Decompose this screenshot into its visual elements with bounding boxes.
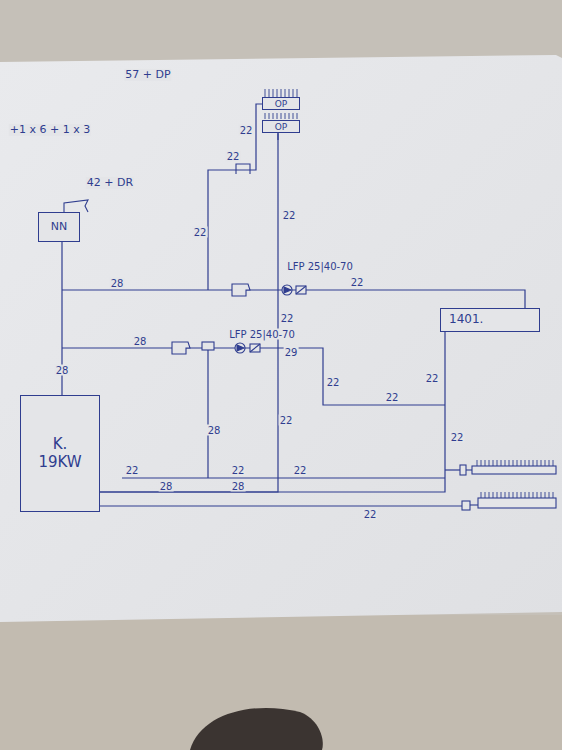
pipe-lines — [62, 104, 525, 506]
node-text: 1401. — [449, 313, 483, 327]
mixing-valve — [232, 284, 250, 296]
pipe-connector — [100, 332, 445, 492]
pipe-size: 22 — [385, 392, 400, 403]
pipe — [62, 348, 445, 405]
pipe — [445, 469, 460, 470]
pipe-size: 29 — [284, 347, 299, 358]
note-text: 57 + DP — [124, 69, 171, 81]
pipe-size: 28 — [207, 425, 222, 436]
radiator-fins — [474, 460, 556, 466]
check-valve — [250, 344, 260, 352]
radiator-box: OP — [262, 97, 300, 110]
pipe-size: 28 — [133, 336, 148, 347]
pipe-size: 22 — [450, 432, 465, 443]
tank-flag — [64, 200, 88, 212]
radiator-valve — [462, 501, 470, 510]
node-text: OP — [275, 99, 288, 109]
check-valve — [296, 286, 306, 294]
pump-label: LFP 25|40-70 — [228, 329, 296, 340]
radiator-box: OP — [262, 120, 300, 133]
check-valve-mark — [296, 286, 306, 294]
pipe-size: 22 — [193, 227, 208, 238]
pipe-size: 28 — [110, 278, 125, 289]
pipe — [470, 504, 478, 505]
mixing-valve — [172, 342, 190, 354]
table-bottom — [0, 615, 562, 750]
pipe-size: 28 — [231, 481, 246, 492]
pipe — [122, 477, 445, 478]
pipe-size: 22 — [239, 125, 254, 136]
note-text: 42 + DR — [86, 177, 134, 189]
pipe-size: 22 — [231, 465, 246, 476]
radiator — [478, 498, 556, 508]
tee-fitting — [202, 342, 214, 350]
radiator-fins — [262, 113, 300, 119]
pipe-size: 22 — [350, 277, 365, 288]
pipe-size: 28 — [159, 481, 174, 492]
pump-symbol — [235, 343, 245, 353]
pump-arrow — [284, 287, 291, 293]
pipe — [62, 290, 525, 308]
pipe-size: 22 — [279, 415, 294, 426]
pipe-size: 22 — [125, 465, 140, 476]
boiler-box: K.19KW — [20, 395, 100, 512]
unit-box: 1401. — [440, 308, 540, 332]
pipe-size: 28 — [55, 365, 70, 376]
node-text: 19KW — [38, 454, 81, 471]
pump-arrow — [237, 345, 244, 351]
pipe-size: 22 — [363, 509, 378, 520]
radiator-fins — [262, 89, 300, 97]
pipe-size: 22 — [326, 377, 341, 388]
node-text: NN — [51, 221, 67, 234]
pipe-size: 22 — [425, 373, 440, 384]
pipe-size: 22 — [226, 151, 241, 162]
pipe-size: 22 — [280, 313, 295, 324]
radiator-valve — [236, 164, 250, 174]
pipe — [466, 469, 472, 470]
pipe — [100, 505, 462, 506]
pipe — [207, 348, 208, 478]
fittings — [64, 89, 556, 510]
pump-symbol — [282, 285, 292, 295]
note-text: +1 x 6 + 1 x 3 — [9, 124, 91, 136]
radiator-fins — [480, 492, 556, 498]
shadow-object — [190, 708, 323, 750]
pipe — [208, 104, 262, 290]
check-valve-mark — [250, 344, 260, 352]
node-text: OP — [275, 122, 288, 132]
pipe-size: 22 — [282, 210, 297, 221]
tank-box: NN — [38, 212, 80, 242]
pipe-size: 22 — [293, 465, 308, 476]
node-text: K. — [53, 436, 68, 453]
pump-label: LFP 25|40-70 — [286, 261, 354, 272]
paper-sheet — [0, 55, 562, 622]
radiator-valve — [460, 465, 466, 475]
radiator — [472, 466, 556, 474]
